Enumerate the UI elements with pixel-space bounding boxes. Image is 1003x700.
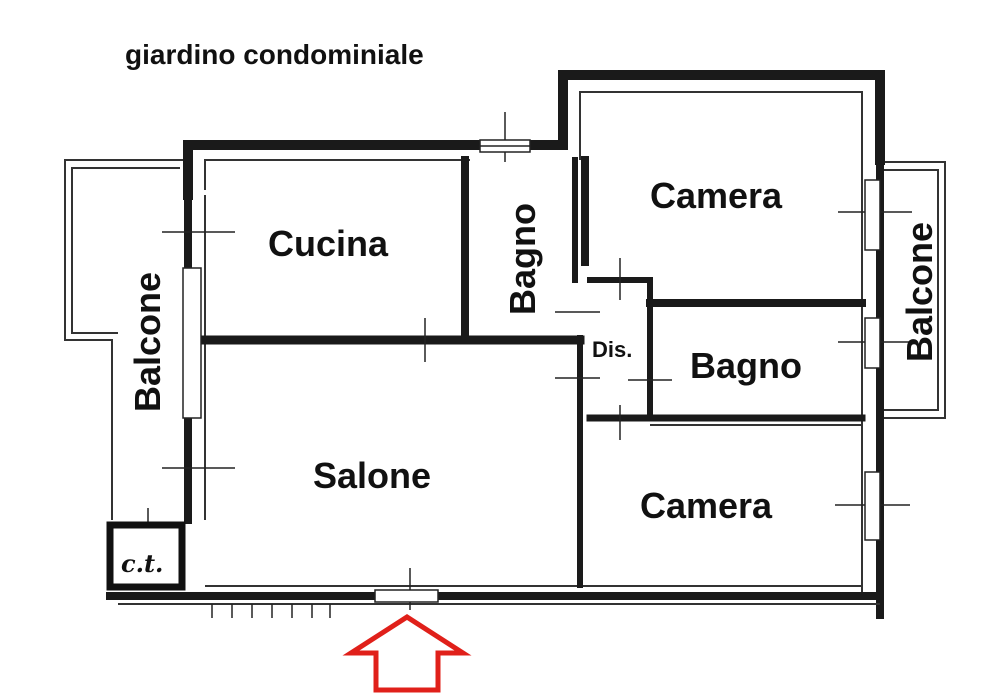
left-balcony-outline [64, 159, 185, 520]
room-balcone-right: Balcone [899, 222, 940, 362]
window-glazing [182, 139, 881, 603]
right-balcony-outline [880, 161, 946, 419]
railing-marks [211, 604, 331, 618]
room-salone: Salone [313, 455, 431, 496]
ct-box: c.t. [106, 521, 186, 591]
room-camera-2: Camera [640, 485, 773, 526]
entrance-arrow-icon [342, 614, 472, 693]
interior-walls [200, 156, 866, 588]
room-bagno-2: Bagno [690, 345, 802, 386]
room-balcone-left: Balcone [127, 272, 168, 412]
plan-title: giardino condominiale [125, 39, 424, 70]
room-bagno-1: Bagno [502, 203, 543, 315]
room-camera-1: Camera [650, 175, 783, 216]
room-cucina: Cucina [268, 223, 389, 264]
room-dis: Dis. [592, 337, 632, 362]
ct-label: c.t. [121, 549, 163, 578]
